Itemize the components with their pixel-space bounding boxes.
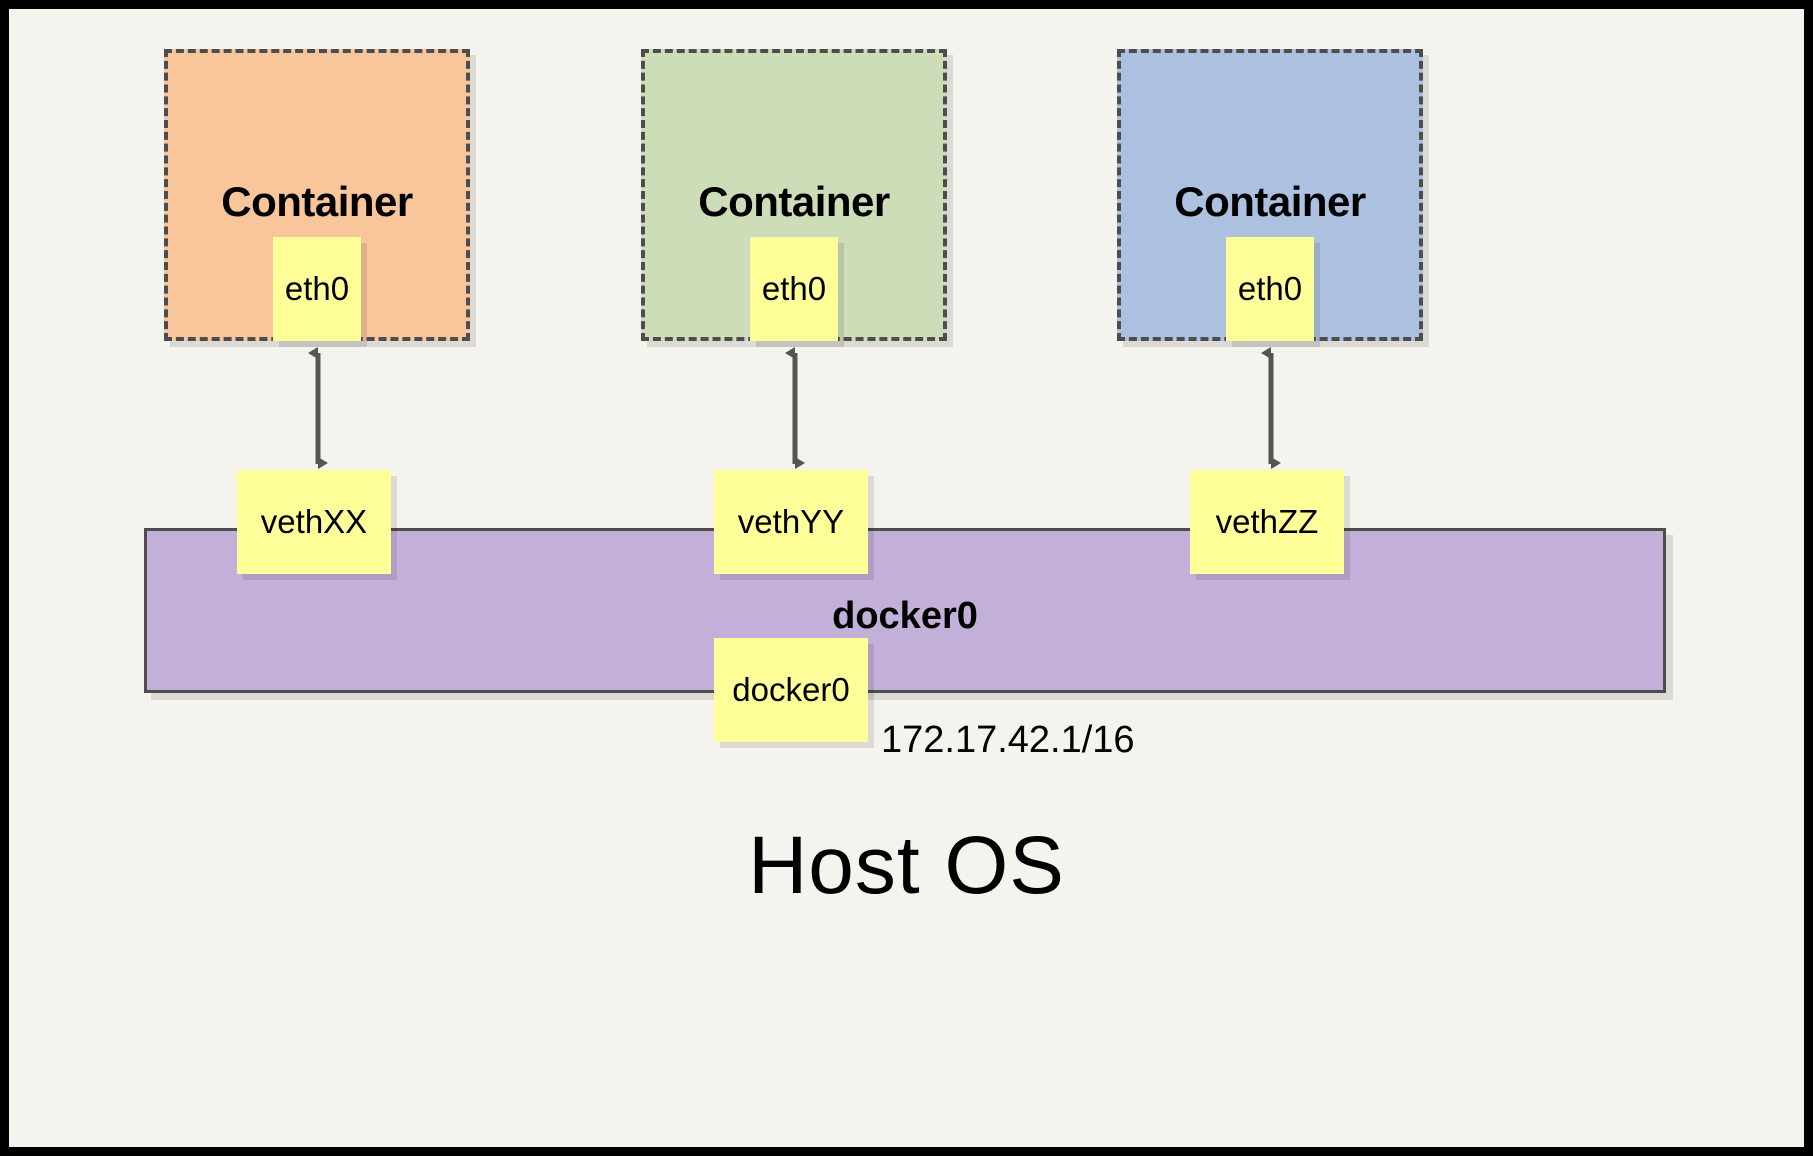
docker0-bridge-bar[interactable]: docker0 [144, 528, 1666, 693]
veth-box-3[interactable]: vethZZ [1190, 470, 1344, 574]
container-title-2: Container [698, 178, 890, 225]
diagram-canvas: Container eth0 Container eth0 Container … [9, 9, 1804, 1147]
docker0-bar-label: docker0 [832, 595, 978, 637]
host-os-label: Host OS [748, 820, 1065, 911]
veth-box-1[interactable]: vethXX [237, 470, 391, 574]
docker0-endpoint-box[interactable]: docker0 [714, 638, 868, 742]
container-title-3: Container [1174, 178, 1366, 225]
link-arrow-2 [785, 347, 805, 469]
link-arrow-1 [308, 347, 328, 469]
veth-box-2[interactable]: vethYY [714, 470, 868, 574]
eth0-box-2[interactable]: eth0 [750, 237, 838, 341]
container-title-1: Container [221, 178, 413, 225]
link-arrow-3 [1261, 347, 1281, 469]
docker0-ip-label: 172.17.42.1/16 [881, 719, 1135, 761]
eth0-box-1[interactable]: eth0 [273, 237, 361, 341]
eth0-box-3[interactable]: eth0 [1226, 237, 1314, 341]
